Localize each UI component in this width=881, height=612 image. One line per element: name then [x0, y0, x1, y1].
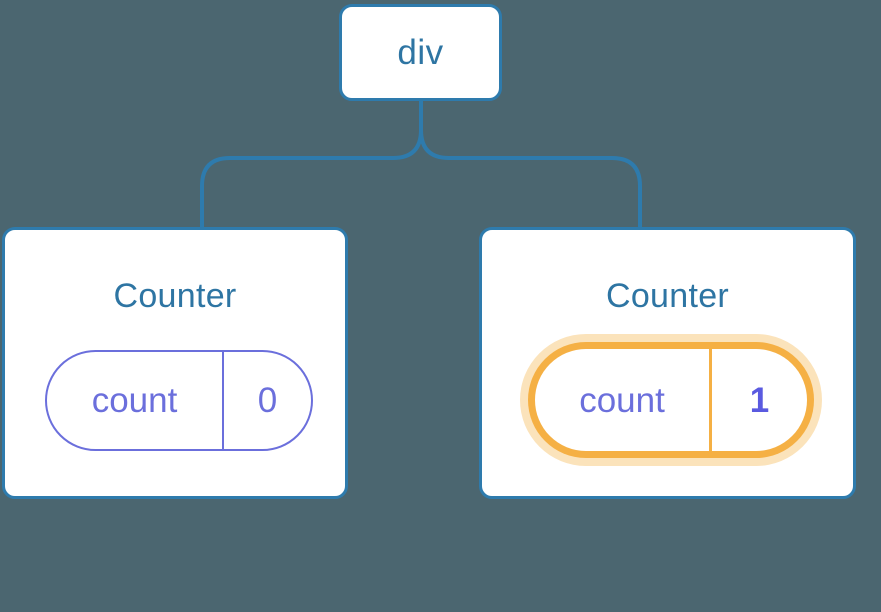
state-value-left: 0	[222, 352, 311, 449]
counter-left-title: Counter	[113, 277, 237, 315]
connector-to-right-counter	[419, 99, 642, 229]
state-value-right: 1	[709, 349, 807, 451]
state-pill-right[interactable]: count 1	[535, 349, 807, 451]
state-pill-left[interactable]: count 0	[45, 350, 313, 451]
node-root-div[interactable]: div	[339, 4, 502, 101]
node-counter-right[interactable]: Counter count 1	[479, 227, 856, 499]
connector-to-left-counter	[200, 99, 423, 229]
state-key-left: count	[91, 381, 178, 420]
node-root-label: div	[397, 33, 444, 72]
state-key-right: count	[579, 380, 665, 420]
diagram-canvas: div Counter count 0 Counter count 1	[2, 4, 856, 499]
counter-right-title: Counter	[605, 277, 730, 315]
node-counter-left[interactable]: Counter count 0	[2, 227, 348, 499]
state-pill-right-highlighted[interactable]: count 1	[520, 334, 822, 466]
